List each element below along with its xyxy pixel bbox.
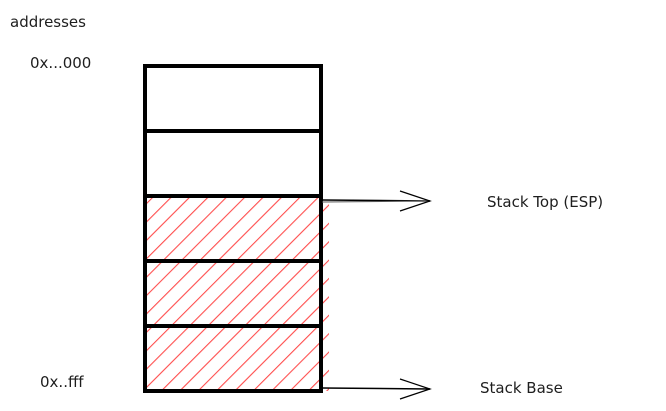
stack-cell	[143, 64, 323, 133]
hatch-fill	[145, 261, 329, 326]
stack-base-arrow	[321, 378, 432, 400]
stack-cells	[143, 64, 329, 393]
low-address-label: 0x...000	[30, 54, 91, 72]
stack-base-label: Stack Base	[480, 379, 563, 397]
hatch-fill	[145, 326, 329, 391]
stack-cell	[143, 324, 323, 393]
stack-top-label: Stack Top (ESP)	[487, 193, 603, 211]
stack-top-arrow	[321, 190, 432, 212]
hatch-fill	[145, 196, 329, 261]
stack-cell	[143, 129, 323, 198]
addresses-label: addresses	[10, 13, 86, 31]
high-address-label: 0x..fff	[40, 373, 84, 391]
